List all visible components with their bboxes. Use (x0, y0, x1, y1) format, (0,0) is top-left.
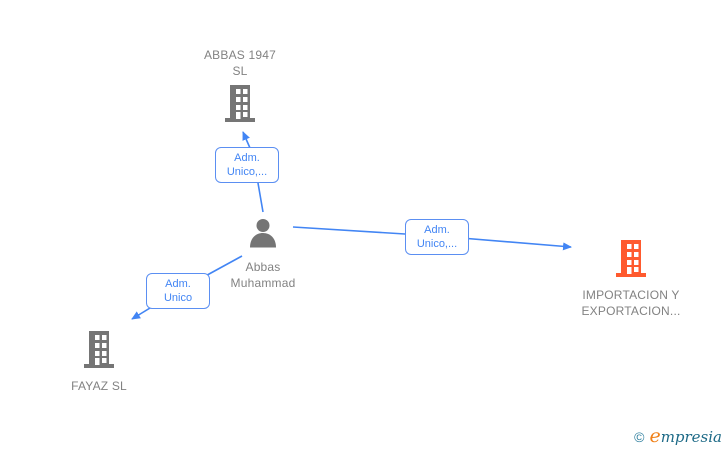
node-label[interactable]: ABBAS 1947 SL (203, 48, 277, 78)
node-label[interactable]: FAYAZ SL (71, 379, 127, 393)
edge-label-adm-unico-right[interactable]: Adm. Unico,... (405, 219, 469, 255)
node-fayaz-sl[interactable]: FAYAZ SL (44, 331, 154, 394)
edge-label-adm-unico-left[interactable]: Adm. Unico (146, 273, 210, 309)
node-abbas-1947-sl[interactable]: ABBAS 1947 SL (195, 47, 285, 128)
person-icon (247, 218, 279, 255)
building-icon (82, 331, 116, 374)
brand-initial: e (649, 425, 661, 447)
node-label[interactable]: Abbas Muhammad (230, 260, 296, 290)
edge-label-adm-unico-top[interactable]: Adm. Unico,... (215, 147, 279, 183)
building-icon (614, 240, 648, 283)
node-label[interactable]: IMPORTACION Y EXPORTACION... (581, 288, 681, 318)
building-icon (223, 85, 257, 128)
node-importacion[interactable]: IMPORTACION Y EXPORTACION... (576, 240, 686, 319)
node-abbas-muhammad[interactable]: Abbas Muhammad (218, 218, 308, 291)
copyright-symbol: © (634, 429, 645, 445)
brand-name: mpresia (660, 428, 722, 446)
